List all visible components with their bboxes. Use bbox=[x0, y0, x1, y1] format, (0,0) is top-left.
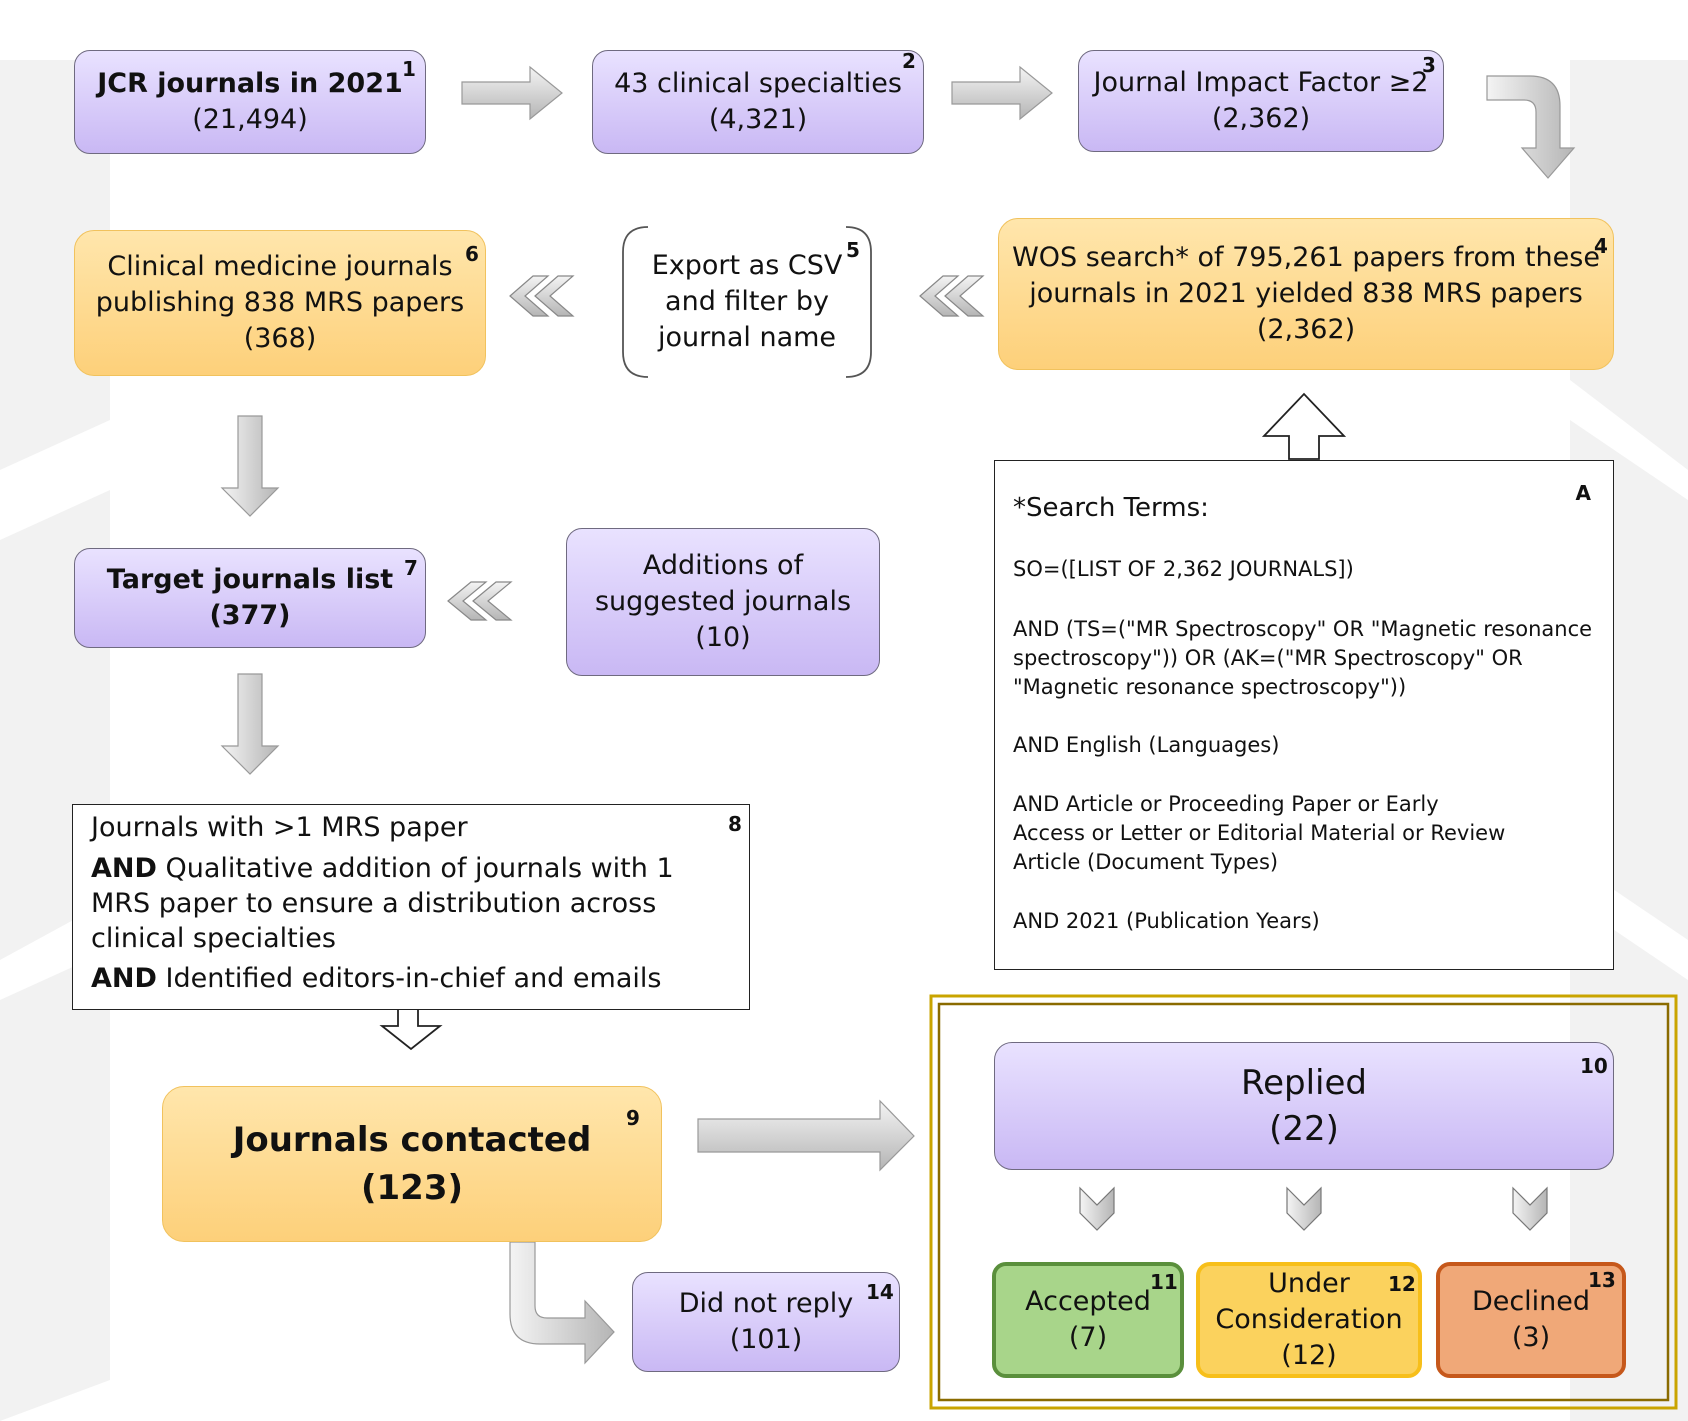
search-terms-lang: AND English (Languages) bbox=[1013, 733, 1280, 757]
box-impact-factor: Journal Impact Factor ≥2 (2,362) bbox=[1078, 50, 1444, 152]
box13-count: (3) bbox=[1511, 1322, 1551, 1353]
box6-number: 6 bbox=[465, 242, 479, 266]
box5-line2: and filter by bbox=[665, 286, 829, 317]
box-accepted: Accepted (7) bbox=[992, 1262, 1184, 1378]
box-criteria: Journals with >1 MRS paper AND Qualitati… bbox=[72, 804, 750, 1010]
box12-count: (12) bbox=[1281, 1340, 1337, 1371]
box10-number: 10 bbox=[1580, 1054, 1608, 1078]
box1-title: JCR journals in 2021 bbox=[97, 68, 403, 99]
box-jcr-journals: JCR journals in 2021 (21,494) bbox=[74, 50, 426, 154]
box10-title: Replied bbox=[1241, 1063, 1367, 1103]
search-terms-doc2: Access or Letter or Editorial Material o… bbox=[1013, 821, 1506, 845]
box3-number: 3 bbox=[1422, 53, 1436, 77]
chevron-5-to-6 bbox=[509, 275, 575, 317]
gold-frame-outer bbox=[929, 994, 1678, 1410]
box-clinical-medicine-journals: Clinical medicine journals publishing 83… bbox=[74, 230, 486, 376]
arrow-7-to-8 bbox=[220, 673, 280, 775]
box8-and-1: AND bbox=[91, 853, 157, 884]
box11-number: 11 bbox=[1150, 1270, 1178, 1294]
chevron-additions-to-7 bbox=[447, 581, 513, 621]
box-replied: Replied (22) bbox=[994, 1042, 1614, 1170]
arrow-a-to-4 bbox=[1261, 392, 1347, 460]
box8-line2: Qualitative addition of journals with 1 … bbox=[91, 853, 674, 954]
box9-count: (123) bbox=[360, 1168, 464, 1208]
search-terms-ts3: "Magnetic resonance spectroscopy")) bbox=[1013, 675, 1407, 699]
arrow-6-to-7 bbox=[220, 415, 280, 517]
search-terms-title: *Search Terms: bbox=[1013, 493, 1209, 523]
box11-count: (7) bbox=[1068, 1322, 1108, 1353]
arrow-2-to-3 bbox=[951, 65, 1053, 121]
box4-number: 4 bbox=[1594, 234, 1608, 258]
box14-title: Did not reply bbox=[678, 1288, 854, 1319]
box8-number: 8 bbox=[728, 812, 742, 836]
box5-line1: Export as CSV bbox=[651, 250, 843, 281]
box-additions: Additions of suggested journals (10) bbox=[566, 528, 880, 676]
box4-line2: journals in 2021 yielded 838 MRS papers bbox=[1029, 278, 1583, 309]
box8-line3-wrap: AND Identified editors-in-chief and emai… bbox=[91, 962, 731, 996]
gold-frame-inner bbox=[937, 1002, 1670, 1402]
additions-line1: Additions of bbox=[642, 550, 804, 581]
box7-title: Target journals list bbox=[106, 564, 394, 595]
additions-count: (10) bbox=[695, 622, 751, 653]
box13-number: 13 bbox=[1588, 1268, 1616, 1292]
box2-title: 43 clinical specialties bbox=[614, 68, 902, 99]
box-journals-contacted: Journals contacted (123) bbox=[162, 1086, 662, 1242]
box13-title: Declined bbox=[1471, 1286, 1591, 1317]
arrow-8-to-9 bbox=[379, 1008, 443, 1051]
search-terms-doc3: Article (Document Types) bbox=[1013, 850, 1279, 874]
box2-number: 2 bbox=[902, 49, 916, 73]
arrow-3-to-4 bbox=[1486, 75, 1576, 179]
box-under-consideration: Under Consideration (12) bbox=[1196, 1262, 1422, 1378]
box6-line2: publishing 838 MRS papers bbox=[95, 287, 465, 318]
box1-number: 1 bbox=[402, 57, 416, 81]
box-clinical-specialties: 43 clinical specialties (4,321) bbox=[592, 50, 924, 154]
box12-number: 12 bbox=[1388, 1272, 1416, 1296]
box12-line2: Consideration bbox=[1215, 1304, 1403, 1335]
additions-line2: suggested journals bbox=[594, 586, 852, 617]
box5-number: 5 bbox=[846, 238, 860, 262]
box4-line1: WOS search* of 795,261 papers from these bbox=[1012, 242, 1600, 273]
chevrons-10-to-results bbox=[1079, 1186, 1548, 1231]
chevron-4-to-5 bbox=[919, 275, 985, 317]
box5-bracket-frame bbox=[622, 226, 872, 378]
search-terms-so: SO=([LIST OF 2,362 JOURNALS]) bbox=[1013, 557, 1354, 581]
arrow-1-to-2 bbox=[461, 65, 563, 121]
box14-number: 14 bbox=[866, 1280, 894, 1304]
box6-count: (368) bbox=[243, 323, 317, 354]
box2-count: (4,321) bbox=[708, 104, 808, 135]
box3-count: (2,362) bbox=[1211, 103, 1311, 134]
box5-line3: journal name bbox=[657, 322, 837, 353]
box-wos-search: WOS search* of 795,261 papers from these… bbox=[998, 218, 1614, 370]
search-terms-label: A bbox=[1575, 481, 1591, 505]
box6-line1: Clinical medicine journals bbox=[107, 251, 453, 282]
box11-title: Accepted bbox=[1025, 1286, 1151, 1317]
box8-and-2: AND bbox=[91, 963, 157, 994]
search-terms-doc1: AND Article or Proceeding Paper or Early bbox=[1013, 792, 1439, 816]
box7-count: (377) bbox=[209, 600, 291, 631]
box1-count: (21,494) bbox=[192, 104, 308, 135]
search-terms-ts1: AND (TS=("MR Spectroscopy" OR "Magnetic … bbox=[1013, 617, 1593, 641]
box4-count: (2,362) bbox=[1256, 314, 1356, 345]
arrow-9-to-10 bbox=[697, 1099, 915, 1172]
box14-count: (101) bbox=[729, 1324, 803, 1355]
box8-line3: Identified editors-in-chief and emails bbox=[156, 963, 662, 994]
search-terms-box: A *Search Terms: SO=([LIST OF 2,362 JOUR… bbox=[994, 460, 1614, 970]
box-export-csv: Export as CSV and filter by journal name bbox=[622, 226, 872, 378]
box7-number: 7 bbox=[404, 556, 418, 580]
box8-line2-wrap: AND Qualitative addition of journals wit… bbox=[91, 851, 731, 956]
box8-line1: Journals with >1 MRS paper bbox=[91, 812, 468, 843]
arrow-9-to-14 bbox=[509, 1241, 615, 1365]
box12-line1: Under bbox=[1268, 1268, 1350, 1299]
box9-number: 9 bbox=[626, 1106, 640, 1130]
search-terms-ts2: spectroscopy")) OR (AK=("MR Spectroscopy… bbox=[1013, 646, 1523, 670]
box10-count: (22) bbox=[1269, 1109, 1339, 1149]
box-declined: Declined (3) bbox=[1436, 1262, 1626, 1378]
box9-title: Journals contacted bbox=[232, 1120, 592, 1160]
search-terms-year: AND 2021 (Publication Years) bbox=[1013, 909, 1320, 933]
box-did-not-reply: Did not reply (101) bbox=[632, 1272, 900, 1372]
box-target-journals: Target journals list (377) bbox=[74, 548, 426, 648]
box3-title: Journal Impact Factor ≥2 bbox=[1093, 67, 1429, 98]
